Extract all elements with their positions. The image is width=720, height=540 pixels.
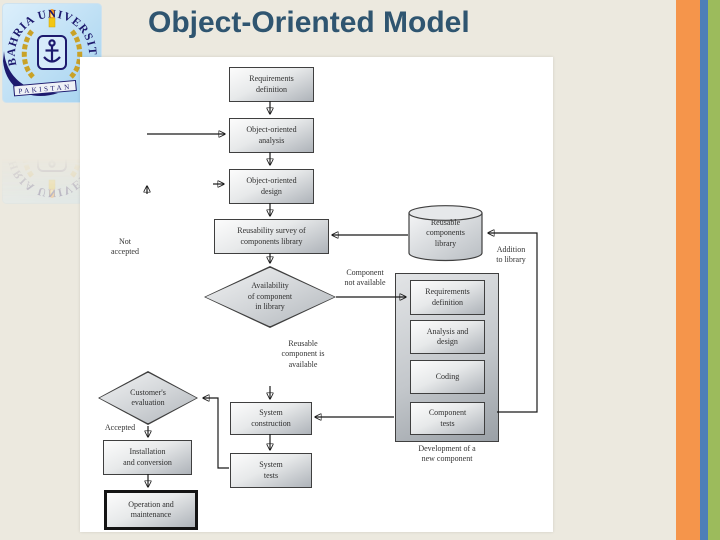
label-not-accepted: Not accepted bbox=[111, 237, 139, 257]
node-label: Component tests bbox=[428, 408, 467, 428]
node-label: Object-oriented analysis bbox=[246, 125, 297, 145]
node-label: Customer's evaluation bbox=[130, 387, 166, 407]
node-system-tests: System tests bbox=[230, 453, 312, 488]
node-installation-and-conversion: Installation and conversion bbox=[103, 440, 192, 475]
logo-anchor-icon bbox=[43, 39, 61, 63]
logo-candle bbox=[48, 17, 56, 28]
node-customer-evaluation: Customer's evaluation bbox=[98, 371, 198, 425]
node-label: Requirements definition bbox=[425, 287, 470, 307]
node-label: System construction bbox=[251, 408, 291, 428]
page-title: Object-Oriented Model bbox=[148, 6, 470, 39]
logo-wreath-left bbox=[21, 29, 35, 79]
node-label: Installation and conversion bbox=[123, 447, 172, 467]
logo-swoosh bbox=[3, 51, 58, 97]
node-label: Reusability survey of components library bbox=[237, 226, 306, 246]
node-label: Coding bbox=[435, 371, 460, 381]
stripe-blue bbox=[700, 0, 708, 540]
node-label: Availability of component in library bbox=[247, 281, 293, 312]
node-object-oriented-design: Object-oriented design bbox=[229, 169, 314, 204]
node-availability-decision: Availability of component in library bbox=[204, 266, 336, 328]
node-components-library: Reusable components library bbox=[408, 205, 483, 262]
logo-flame-core bbox=[50, 12, 54, 18]
node-reusability-survey: Reusability survey of components library bbox=[214, 219, 329, 254]
label-development-new-component: Development of a new component bbox=[418, 444, 476, 464]
stripe-orange bbox=[676, 0, 700, 540]
node-new-requirements-definition: Requirements definition bbox=[410, 280, 485, 315]
cylinder-shape bbox=[408, 205, 483, 262]
node-label: Reusable components library bbox=[426, 218, 465, 248]
node-label: Object-oriented design bbox=[246, 176, 297, 196]
diamond-face: Customer's evaluation bbox=[99, 372, 197, 424]
node-label: Requirements definition bbox=[249, 74, 294, 94]
label-addition-to-library: Addition to library bbox=[496, 245, 526, 265]
node-analysis-and-design: Analysis and design bbox=[410, 320, 485, 354]
university-logo: BAHRIA UNIVERSITY PAKISTAN bbox=[2, 3, 102, 103]
logo-ribbon bbox=[13, 79, 77, 97]
label-reusable-component-available: Reusable component is available bbox=[281, 339, 325, 369]
logo-wreath-right bbox=[69, 29, 83, 79]
stripe-green bbox=[708, 0, 720, 540]
node-object-oriented-analysis: Object-oriented analysis bbox=[229, 118, 314, 153]
node-component-tests: Component tests bbox=[410, 402, 485, 435]
node-label: Analysis and design bbox=[426, 326, 469, 346]
node-system-construction: System construction bbox=[230, 402, 312, 435]
university-logo-art: BAHRIA UNIVERSITY PAKISTAN bbox=[2, 3, 102, 103]
node-operation-and-maintenance: Operation and maintenance bbox=[104, 490, 198, 530]
label-component-not-available: Component not available bbox=[344, 268, 386, 288]
node-requirements-definition: Requirements definition bbox=[229, 67, 314, 102]
diamond-face: Availability of component in library bbox=[205, 267, 335, 327]
node-label: Operation and maintenance bbox=[128, 499, 174, 519]
node-label: System tests bbox=[259, 460, 283, 480]
label-accepted: Accepted bbox=[104, 423, 136, 432]
node-coding: Coding bbox=[410, 360, 485, 394]
